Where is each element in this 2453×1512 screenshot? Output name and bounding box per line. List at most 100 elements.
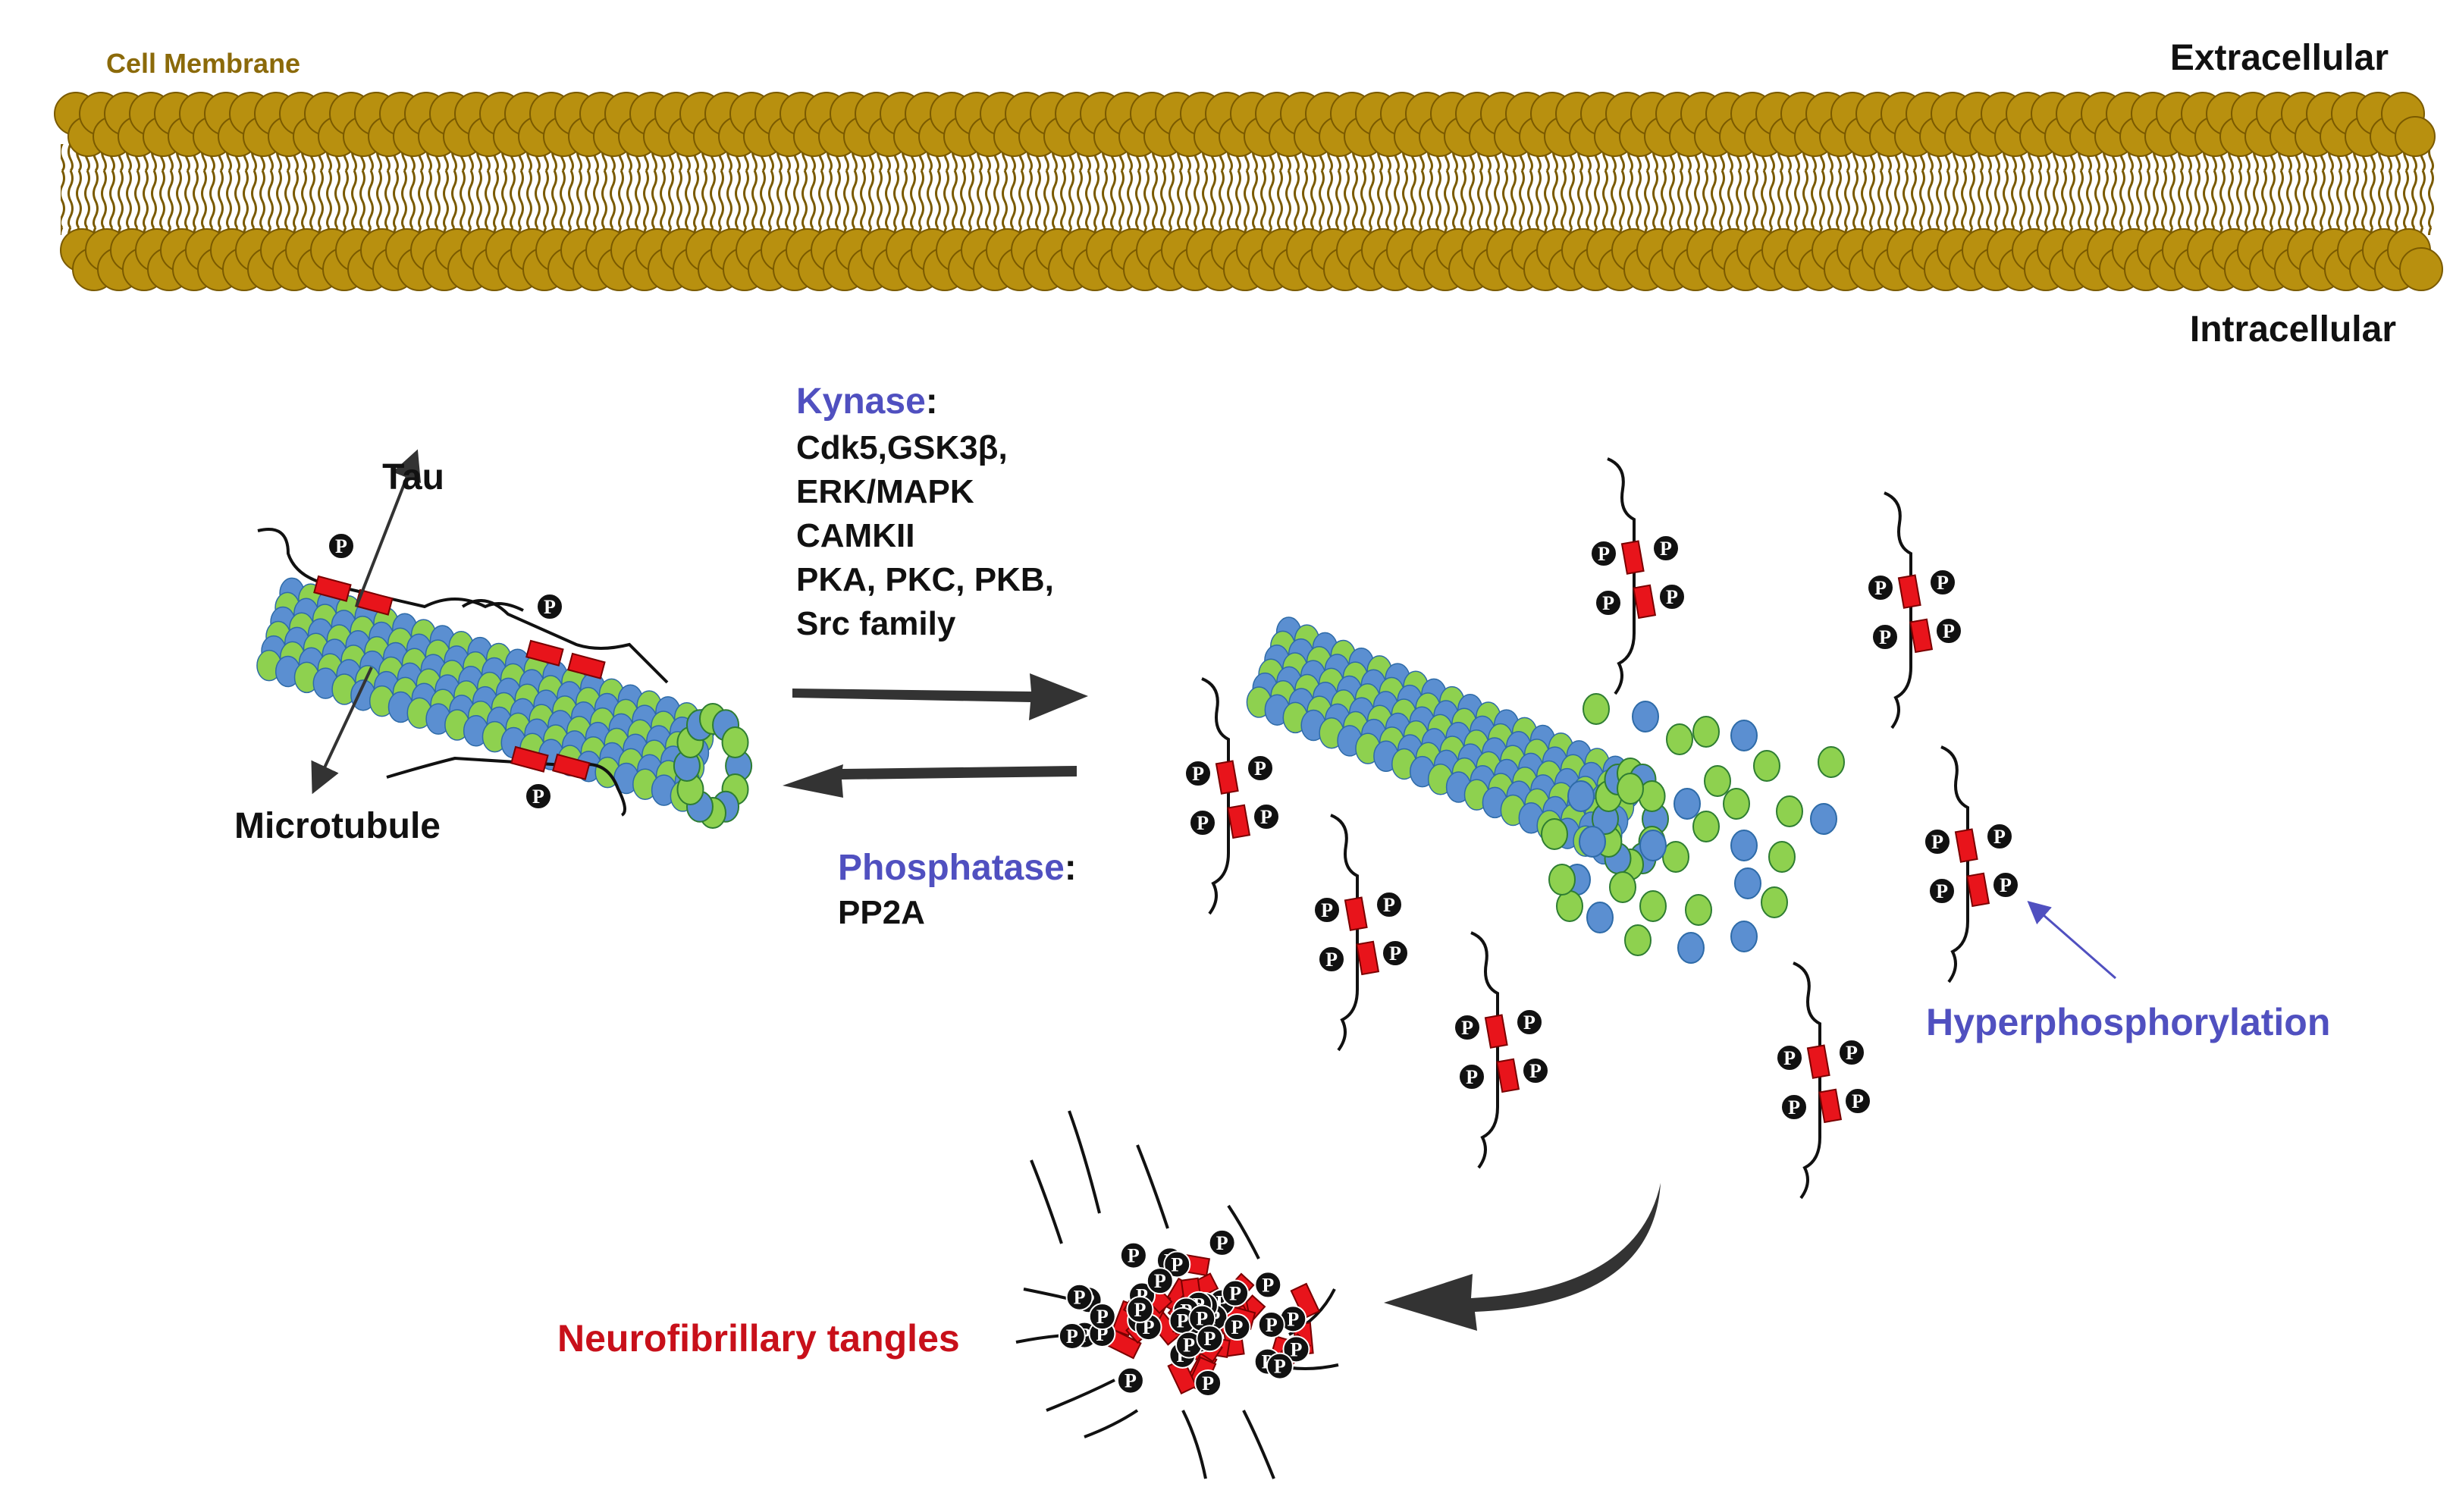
phosphate-group	[1282, 1335, 1310, 1363]
phosphate-group	[1844, 1087, 1871, 1115]
phosphate-group	[1126, 1295, 1154, 1323]
phosphatase-items: PP2A	[838, 894, 925, 931]
intracellular-label: Intracellular	[2190, 309, 2396, 350]
tangle-tau-chain	[1242, 1410, 1275, 1479]
extracellular-label: Extracellular	[2170, 38, 2389, 78]
free-tubulin-dimer	[1583, 693, 1610, 725]
tau-chain	[1470, 931, 1499, 1169]
phosphate-group	[1595, 589, 1622, 616]
free-tubulin-dimer	[1639, 830, 1667, 861]
phosphate-symbol: P	[1287, 1308, 1299, 1330]
tau-label: Tau	[382, 457, 444, 497]
phosphate-group	[1924, 828, 1951, 855]
microtubule-left-body	[256, 577, 719, 812]
free-tubulin-dimer	[1768, 841, 1796, 873]
tangle-tau-chain	[1046, 1379, 1115, 1412]
tau-domain	[567, 652, 606, 679]
membrane-title: Cell Membrane	[106, 48, 300, 79]
tau-chain	[1793, 961, 1821, 1200]
kinase-item: PKA, PKC, PKB,	[796, 561, 1054, 598]
free-tubulin-dimer	[1624, 924, 1652, 956]
tau-domain	[552, 753, 591, 780]
tau-chain	[1201, 677, 1230, 915]
phosphate-group	[1516, 1009, 1543, 1036]
kinase-item: Cdk5,GSK3β,	[796, 429, 1008, 466]
phosphate-group	[1257, 1310, 1285, 1338]
intact-microtubule	[256, 577, 753, 829]
tau-domain	[1897, 574, 1921, 609]
phosphate-symbol: P	[1196, 1308, 1208, 1330]
tau-domain	[1818, 1088, 1843, 1124]
reverse-phosphatase-arrow	[783, 764, 1077, 798]
tubulin-ring-subunit	[721, 726, 749, 758]
free-tubulin-dimer	[1632, 701, 1659, 732]
tau-chain	[1940, 745, 1969, 983]
phosphatase-block: Phosphatase: PP2A	[838, 848, 1077, 931]
microtubule-left-end	[673, 703, 753, 829]
tangle-tau-chain	[1227, 1204, 1260, 1259]
free-tubulin-dimer	[1556, 890, 1583, 922]
tau-chain	[1884, 491, 1912, 729]
neurofibrillary-tangles-label: Neurofibrillary tangles	[557, 1317, 960, 1360]
free-tubulin-dimer	[1776, 795, 1803, 827]
phosphate-symbol: P	[1931, 831, 1943, 853]
membrane-tails	[61, 144, 2434, 235]
phosphate-group	[1254, 1271, 1282, 1299]
phosphate-group	[1928, 877, 1956, 905]
phosphate-group	[1458, 1063, 1485, 1090]
tau-domain	[1633, 584, 1657, 620]
phosphate-symbol: P	[1788, 1096, 1800, 1118]
disassembling-microtubule	[1246, 616, 1845, 964]
phosphate-group	[1382, 940, 1409, 967]
tangle-tau-chain	[1068, 1110, 1101, 1214]
phosphate-symbol: P	[1937, 572, 1949, 594]
phosphate-group	[1163, 1250, 1191, 1278]
phosphate-group	[1838, 1039, 1865, 1066]
kinase-item: Src family	[796, 605, 956, 642]
phosphate-symbol: P	[1846, 1042, 1858, 1064]
phosphate-group	[1223, 1313, 1251, 1341]
phosphate-symbol: P	[1216, 1232, 1228, 1254]
free-tubulin-dimer	[1818, 746, 1845, 778]
hyperphosphorylation-label: Hyperphosphorylation	[1926, 1001, 2330, 1043]
phosphate-group	[1266, 1352, 1294, 1380]
phosphate-group	[1867, 574, 1894, 601]
tau-chain	[1330, 814, 1359, 1052]
phosphate-symbol: P	[1096, 1306, 1109, 1328]
tau-domain	[1484, 1014, 1508, 1049]
phosphate-symbol: P	[1125, 1370, 1137, 1392]
cell-membrane	[54, 92, 2443, 291]
free-tubulin-dimer	[1586, 902, 1614, 933]
free-tubulin-dimer	[1692, 716, 1720, 748]
free-tubulin-dimer	[1730, 921, 1758, 952]
membrane-top-heads	[54, 92, 2436, 157]
phosphate-group	[1658, 583, 1686, 610]
phosphate-symbol: P	[1154, 1270, 1166, 1292]
tau-domain	[355, 588, 394, 616]
tau-domain	[1227, 804, 1251, 839]
tau-domain	[1806, 1044, 1830, 1079]
microtubule-pointer-arrow	[311, 667, 373, 795]
phosphate-symbol: P	[1192, 763, 1204, 785]
phosphate-symbol: P	[1202, 1372, 1214, 1394]
tau-chain	[1607, 457, 1636, 695]
phosphate-symbol: P	[1874, 577, 1887, 599]
tau-pointer-arrow	[355, 449, 422, 607]
phosphate-group	[1247, 754, 1274, 782]
free-tubulin-dimer	[1730, 830, 1758, 861]
free-tubulin-dimer	[1666, 723, 1693, 755]
phosphate-symbol: P	[1389, 943, 1401, 965]
free-tubulin-dimer	[1734, 867, 1761, 899]
kinase-item: ERK/MAPK	[796, 473, 974, 510]
phosphate-symbol: P	[1266, 1314, 1278, 1336]
bound-tau-protein: P	[257, 528, 524, 616]
phosphate-symbol: P	[1666, 586, 1678, 608]
phosphate-symbol: P	[1231, 1316, 1243, 1338]
membrane-bottom-heads	[60, 228, 2443, 291]
phosphate-symbol: P	[1383, 894, 1395, 916]
